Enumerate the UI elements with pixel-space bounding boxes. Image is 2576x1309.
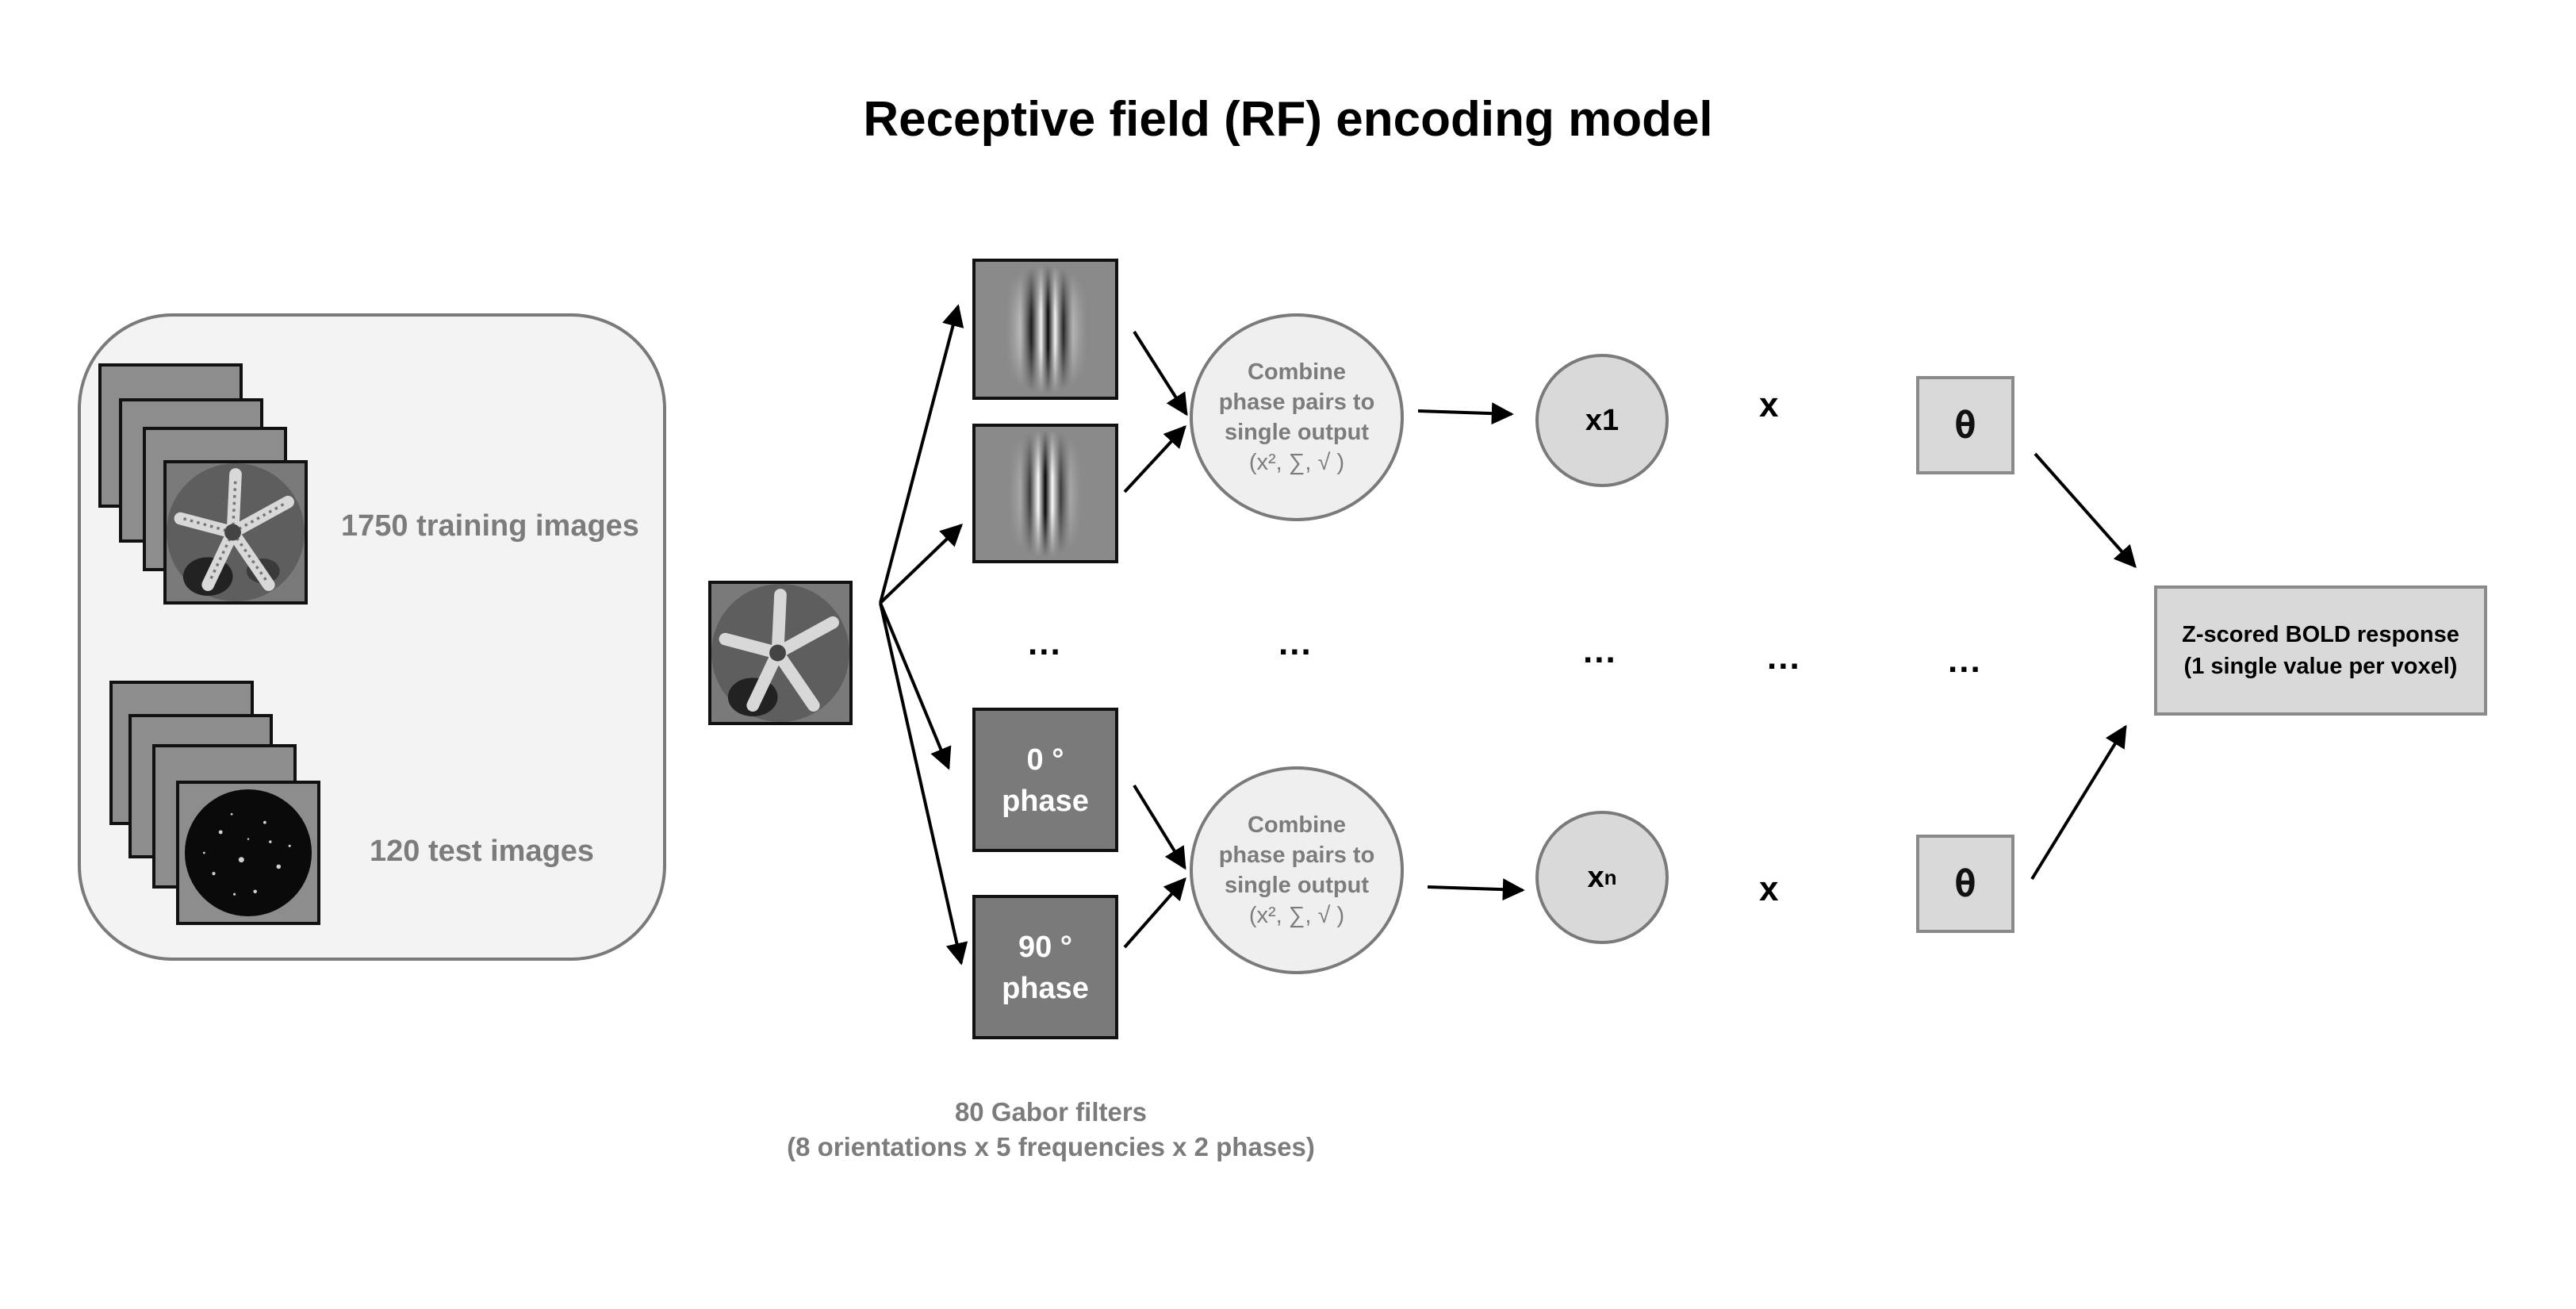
- combine-math: (x², ∑, √ ): [1248, 903, 1345, 928]
- test-sample-image: [176, 781, 320, 925]
- starfield-image: [179, 784, 317, 922]
- ellipsis-multiply: ...: [1767, 638, 1801, 677]
- arrow-theta-top-to-output: [2034, 452, 2137, 569]
- arrow-combine-to-xn: [1427, 878, 1525, 901]
- phase-0-word: phase: [1002, 785, 1089, 818]
- bold-response-box: Z-scored BOLD response (1 single value p…: [2154, 585, 2487, 716]
- weight-theta-bottom: θ: [1916, 835, 2014, 933]
- training-sample-image: [163, 460, 308, 605]
- multiply-symbol-bottom: x: [1759, 869, 1779, 908]
- combine-text: phase pairs to: [1218, 843, 1375, 868]
- combine-circle-top: Combine phase pairs to single output (x²…: [1190, 313, 1404, 521]
- phase-90-filter: 90 ° phase: [972, 895, 1118, 1039]
- phase-90-degrees: 90 °: [1018, 931, 1073, 964]
- output-line2: (1 single value per voxel): [2183, 654, 2458, 679]
- combine-text: single output: [1224, 420, 1370, 445]
- node-subscript: n: [1604, 865, 1617, 889]
- gabor-filter-2: [972, 424, 1118, 563]
- node-label: x1: [1585, 403, 1620, 437]
- arrow-filter2-to-combine: [1123, 424, 1186, 493]
- combine-text: Combine: [1247, 359, 1347, 385]
- output-line1: Z-scored BOLD response: [2182, 622, 2459, 647]
- arrow-combine-to-x1: [1417, 402, 1514, 425]
- starfish-image: [167, 463, 305, 601]
- combine-text: single output: [1224, 873, 1370, 898]
- ellipsis-combine: ...: [1278, 624, 1313, 662]
- arrow-input-to-filter1: [879, 304, 964, 604]
- arrow-filter1-to-combine: [1133, 330, 1188, 416]
- input-image: [708, 581, 853, 725]
- training-images-label: 1750 training images: [341, 509, 639, 543]
- arrow-phase90-to-combine: [1123, 877, 1186, 949]
- phase-0-degrees: 0 °: [1026, 743, 1064, 777]
- combine-math: (x², ∑, √ ): [1248, 450, 1345, 475]
- gabor-caption: 80 Gabor filters (8 orientations x 5 fre…: [674, 1095, 1428, 1165]
- test-images-label: 120 test images: [370, 835, 595, 868]
- phase-90-word: phase: [1002, 972, 1089, 1005]
- ellipsis-filters: ...: [1028, 624, 1062, 662]
- arrow-input-to-filter2: [879, 524, 964, 605]
- ellipsis-weights: ...: [1948, 641, 1982, 680]
- arrow-phase0-to-combine: [1133, 784, 1186, 870]
- gabor-filter-1: [972, 259, 1118, 400]
- combine-circle-bottom: Combine phase pairs to single output (x²…: [1190, 766, 1404, 974]
- multiply-symbol-top: x: [1759, 386, 1779, 424]
- feature-node-x1: x1: [1535, 354, 1669, 487]
- ellipsis-nodes: ...: [1583, 631, 1617, 670]
- starfish-input-image: [711, 584, 849, 722]
- caption-line2: (8 orientations x 5 frequencies x 2 phas…: [787, 1132, 1315, 1161]
- node-label: x: [1587, 860, 1604, 894]
- combine-text: Combine: [1247, 812, 1347, 838]
- diagram-title: Receptive field (RF) encoding model: [863, 92, 1713, 147]
- caption-line1: 80 Gabor filters: [954, 1097, 1148, 1127]
- arrow-theta-bottom-to-output: [2030, 724, 2127, 881]
- arrow-input-to-phase90: [879, 602, 968, 965]
- weight-theta-top: θ: [1916, 376, 2014, 474]
- combine-text: phase pairs to: [1218, 390, 1375, 415]
- arrow-input-to-phase0: [879, 602, 952, 770]
- phase-0-filter: 0 ° phase: [972, 708, 1118, 852]
